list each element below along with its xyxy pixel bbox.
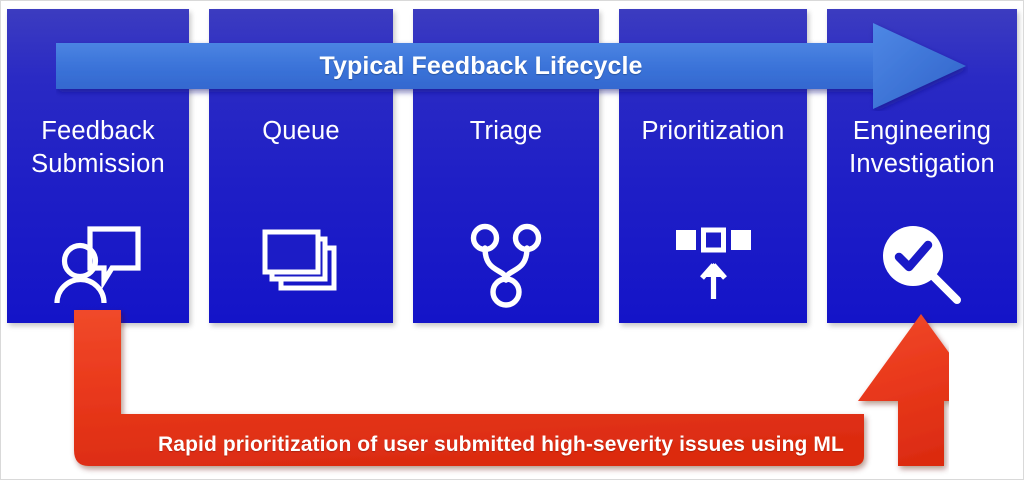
stage-label-prioritization: Prioritization: [641, 117, 785, 145]
branch-merge-icon: [451, 215, 561, 315]
magnifier-check-icon: [867, 215, 977, 315]
stage-label-feedback-submission: Feedback Submission: [31, 117, 165, 178]
stage-label-triage: Triage: [469, 117, 543, 145]
stage-label-engineering-investigation: Engineering Investigation: [849, 117, 995, 178]
stacked-windows-icon: [246, 215, 356, 315]
ml-caption: Rapid prioritization of user submitted h…: [158, 433, 844, 456]
lifecycle-title: Typical Feedback Lifecycle: [319, 51, 643, 80]
person-feedback-icon: [43, 215, 153, 315]
rank-up-icon: [658, 215, 768, 315]
stage-label-queue: Queue: [262, 117, 340, 145]
